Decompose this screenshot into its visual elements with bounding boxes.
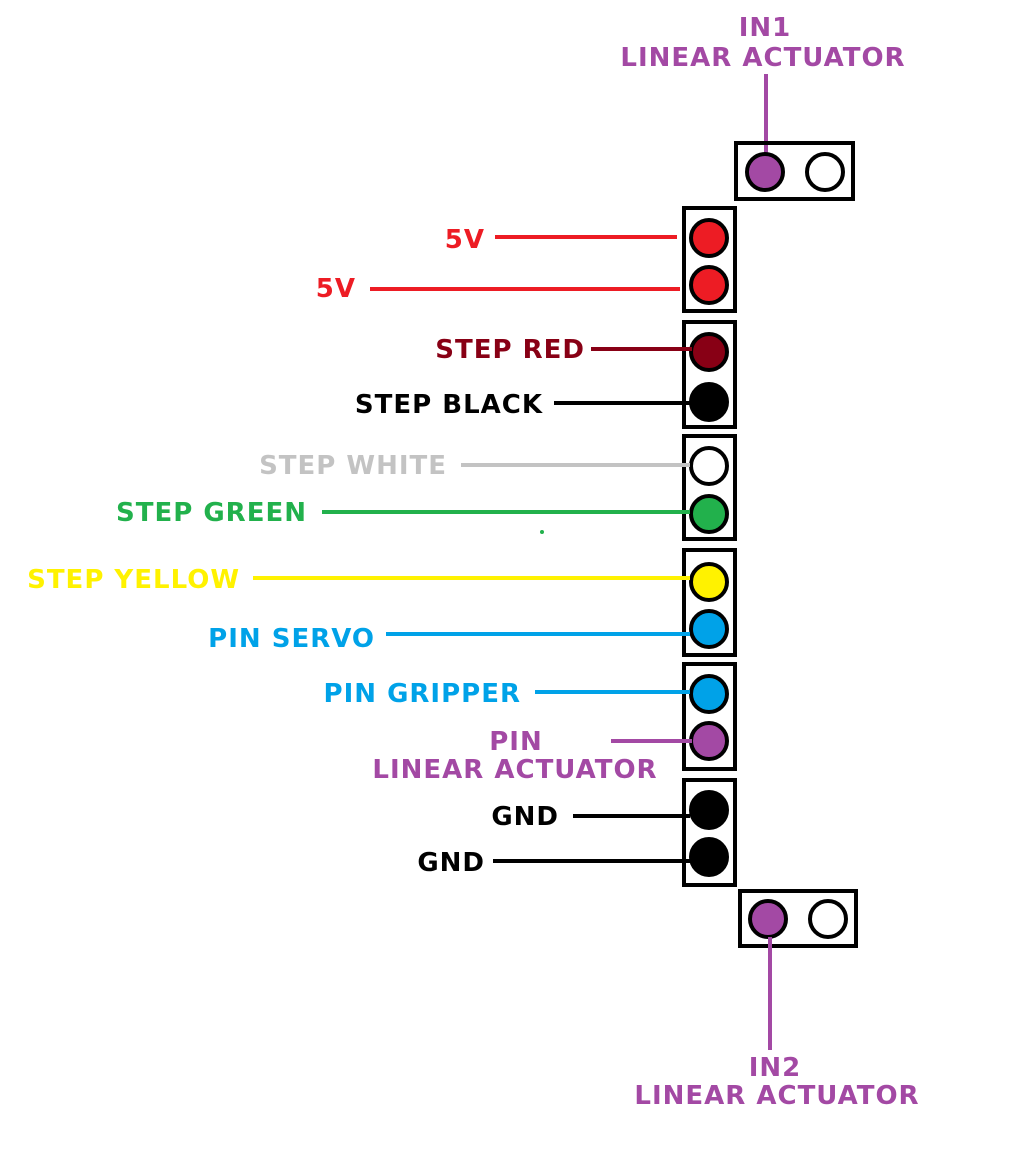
label-gnd-1: GND (491, 802, 559, 832)
bottom-connector: IN2 LINEAR ACTUATOR (634, 889, 919, 1111)
pin-gripper (689, 674, 729, 714)
top-connector-pin-1 (745, 152, 785, 192)
label-step-yellow: STEP YELLOW (27, 565, 240, 595)
top-connector-pin-2 (805, 152, 845, 192)
pin-5v-2 (689, 265, 729, 305)
label-step-red: STEP RED (435, 335, 585, 365)
pin-step-white (689, 446, 729, 486)
top-connector-label-line1: IN1 (739, 13, 792, 43)
label-pin-linear-actuator-line1: PIN (489, 727, 543, 757)
top-connector: IN1 LINEAR ACTUATOR (620, 13, 905, 201)
pin-step-black (689, 382, 729, 422)
header-group-1 (682, 206, 737, 313)
header-group-4 (682, 548, 737, 657)
stray-dot (540, 530, 544, 534)
pin-gnd-1 (689, 790, 729, 830)
bottom-connector-pin-1 (748, 899, 788, 939)
bottom-connector-label-line2: LINEAR ACTUATOR (634, 1081, 919, 1111)
bottom-connector-housing (738, 889, 858, 948)
header-group-6 (682, 778, 737, 887)
label-5v-1: 5V (445, 225, 485, 255)
label-pin-linear-actuator-line2: LINEAR ACTUATOR (372, 755, 657, 785)
pin-5v-1 (689, 218, 729, 258)
top-connector-label-line2: LINEAR ACTUATOR (620, 43, 905, 73)
pin-step-red (689, 332, 729, 372)
pin-header: 5V 5V STEP RED STEP BLACK STEP WHITE STE… (27, 206, 737, 887)
label-5v-2: 5V (316, 274, 356, 304)
top-connector-housing (734, 141, 855, 201)
label-pin-gripper: PIN GRIPPER (324, 679, 521, 709)
pin-step-yellow (689, 562, 729, 602)
pin-gnd-2 (689, 837, 729, 877)
bottom-connector-label-line1: IN2 (749, 1053, 802, 1083)
label-gnd-2: GND (417, 848, 485, 878)
bottom-connector-pin-2 (808, 899, 848, 939)
pin-linear-actuator (689, 721, 729, 761)
header-group-3 (682, 434, 737, 541)
label-pin-servo: PIN SERVO (208, 624, 375, 654)
pin-servo (689, 609, 729, 649)
header-group-2 (682, 320, 737, 429)
label-step-black: STEP BLACK (355, 390, 543, 420)
pin-step-green (689, 494, 729, 534)
label-step-white: STEP WHITE (259, 451, 447, 481)
header-group-5 (682, 662, 737, 771)
label-step-green: STEP GREEN (116, 498, 307, 528)
